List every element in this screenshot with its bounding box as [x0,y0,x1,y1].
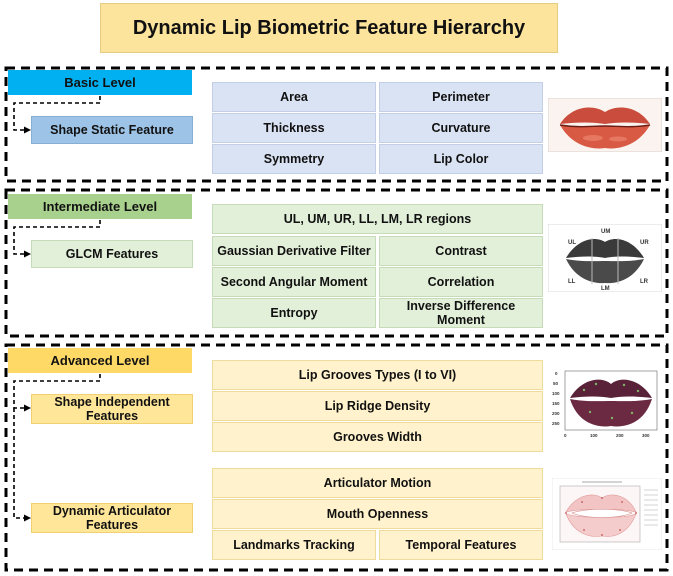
feature-second-angular-moment: Second Angular Moment [212,267,376,297]
plot-tick-x-300: 300 [642,433,650,438]
arrowhead-basic [24,126,31,134]
arrowhead-intermediate [24,250,31,258]
diagram-title: Dynamic Lip Biometric Feature Hierarchy [100,3,558,53]
plot-tick-x-200: 200 [616,433,624,438]
feature-correlation: Correlation [379,267,543,297]
level-label-advanced: Advanced Level [8,348,192,373]
feature-symmetry: Symmetry [212,144,376,174]
plot-tick-y-250: 250 [552,421,560,426]
feature-landmarks-tracking: Landmarks Tracking [212,530,376,560]
feature-curvature: Curvature [379,113,543,143]
lip-regions-diagram-icon: UL UM UR LL LM LR [548,224,662,292]
region-label-lm: LM [601,286,610,292]
lip-landmarks-chart-icon [552,478,662,550]
section-frame-intermediate [4,188,669,338]
region-label-ll: LL [568,279,576,285]
level-label-intermediate: Intermediate Level [8,194,192,219]
lip-groove-plot-icon: 0 50 100 150 200 250 0 100 200 300 [552,368,662,440]
feature-lip-grooves-types: Lip Grooves Types (I to VI) [212,360,543,390]
level-label-basic: Basic Level [8,70,192,95]
feature-thickness: Thickness [212,113,376,143]
feature-inverse-difference-moment: Inverse Difference Moment [379,298,543,328]
feature-gaussian-derivative-filter: Gaussian Derivative Filter [212,236,376,266]
feature-mouth-openness: Mouth Openness [212,499,543,529]
section-frame-basic [4,66,669,183]
plot-tick-y-0: 0 [555,371,558,376]
region-label-ur: UR [640,240,649,246]
feature-contrast: Contrast [379,236,543,266]
subgroup-shape-independent-features: Shape Independent Features [31,394,193,424]
subgroup-dynamic-articulator-features: Dynamic Articulator Features [31,503,193,533]
plot-tick-y-200: 200 [552,411,560,416]
lips-photo-icon [548,98,662,152]
section-frame-advanced [4,343,669,572]
region-label-lr: LR [640,279,649,285]
feature-temporal-features: Temporal Features [379,530,543,560]
plot-tick-y-50: 50 [553,381,559,386]
subgroup-shape-static-feature: Shape Static Feature [31,116,193,144]
feature-lip-color: Lip Color [379,144,543,174]
plot-tick-x-100: 100 [590,433,598,438]
connector-advanced-1 [13,374,101,409]
feature-perimeter: Perimeter [379,82,543,112]
connector-intermediate [13,220,101,255]
connector-basic [13,96,101,131]
plot-tick-y-100: 100 [552,391,560,396]
region-label-ul: UL [568,240,576,246]
feature-articulator-motion: Articulator Motion [212,468,543,498]
arrowhead-advanced-1 [24,404,31,412]
feature-lip-regions: UL, UM, UR, LL, LM, LR regions [212,204,543,234]
feature-lip-ridge-density: Lip Ridge Density [212,391,543,421]
region-label-um: UM [601,229,610,235]
plot-tick-y-150: 150 [552,401,560,406]
feature-entropy: Entropy [212,298,376,328]
connector-advanced-2 [13,408,25,519]
subgroup-glcm-features: GLCM Features [31,240,193,268]
feature-area: Area [212,82,376,112]
arrowhead-advanced-2 [24,514,31,522]
plot-tick-x-0: 0 [564,433,567,438]
feature-grooves-width: Grooves Width [212,422,543,452]
